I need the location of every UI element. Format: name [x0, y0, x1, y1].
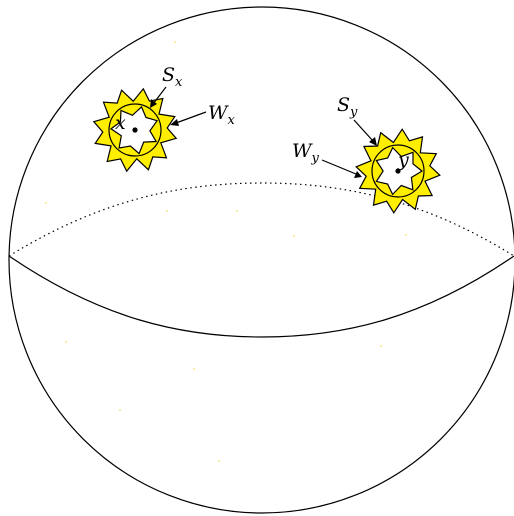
arrow-wy-head [354, 171, 362, 178]
arrow-wx-head [170, 119, 179, 126]
faint-dots [45, 41, 407, 462]
sphere-outline [8, 6, 514, 514]
region-y: y Sy Wy [292, 94, 441, 214]
arrow-sx-line [152, 86, 167, 105]
arrow-sx-head [150, 99, 157, 108]
point-x-label: x [115, 112, 126, 134]
label-wy: Wy [292, 140, 320, 166]
equator-back-arc [8, 182, 514, 257]
label-wx: Wx [208, 102, 236, 128]
region-x: x Sx Wx [92, 64, 236, 173]
label-sx: Sx [162, 64, 183, 90]
point-y-label: y [397, 149, 409, 171]
point-y-dot [395, 168, 401, 174]
label-sy: Sy [337, 94, 358, 120]
equator-front-arc [8, 255, 514, 338]
arrow-sy-line [353, 119, 374, 142]
arrow-wy-line [321, 159, 357, 175]
inner-region-sy-circle [371, 144, 425, 198]
inner-region-sx-circle [108, 103, 162, 157]
arrow-sy-head [369, 137, 377, 146]
arrow-wx-line [175, 111, 207, 124]
point-x-dot [132, 127, 138, 133]
